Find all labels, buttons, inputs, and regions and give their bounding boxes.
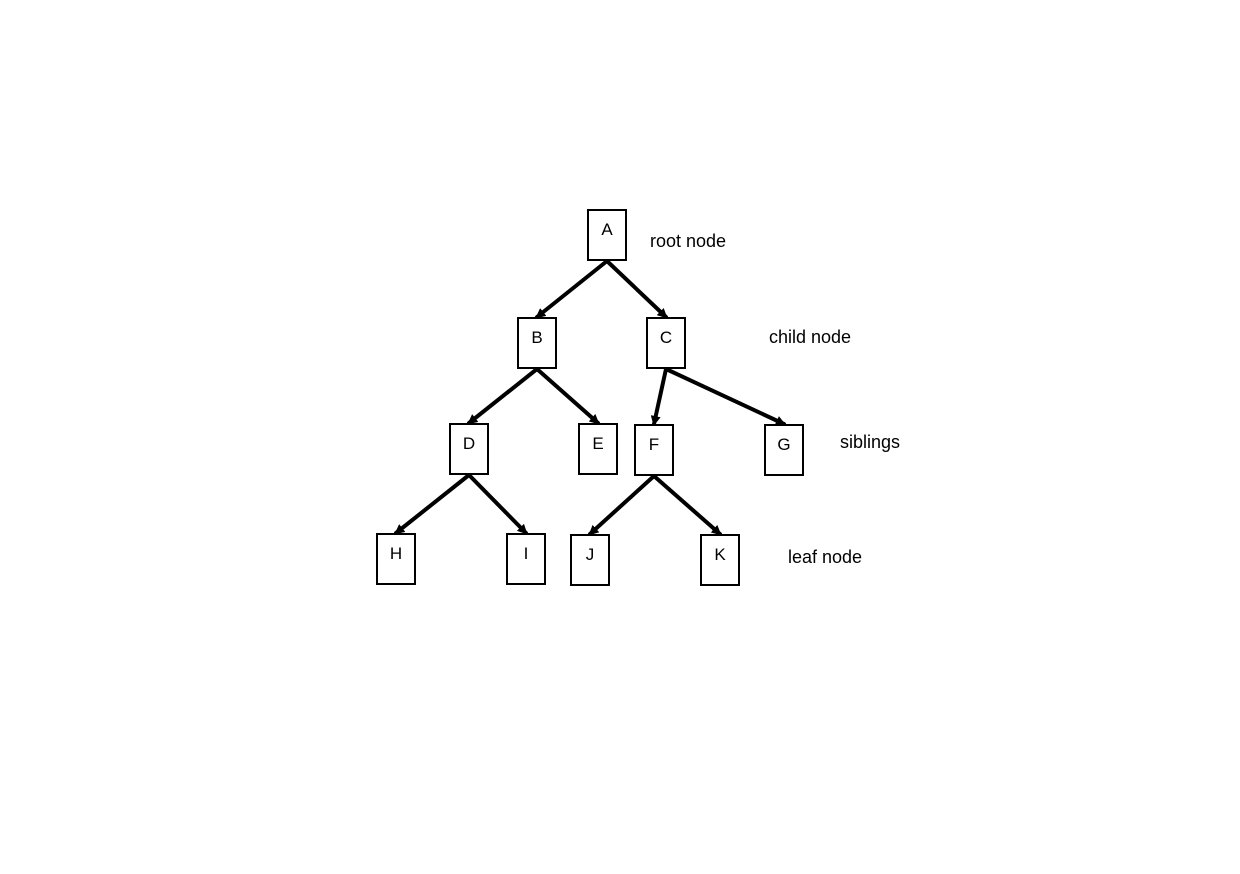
edge-c-g	[664, 367, 786, 426]
node-c-label: C	[659, 328, 673, 347]
edge-b-d	[467, 367, 539, 425]
edge-d-i	[467, 473, 528, 535]
edge-a-c	[605, 259, 668, 319]
edge-b-e	[535, 367, 600, 425]
leaf-node-annotation: leaf node	[788, 547, 863, 567]
node-g-label: G	[777, 435, 791, 454]
node-a-label: A	[601, 220, 613, 239]
edge-a-b	[535, 259, 609, 319]
node-h-label: H	[389, 544, 403, 563]
node-d-label: D	[462, 434, 476, 453]
node-k-label: K	[714, 545, 726, 564]
node-j: J	[570, 534, 610, 586]
node-e: E	[578, 423, 618, 475]
node-i: I	[506, 533, 546, 585]
node-g: G	[764, 424, 804, 476]
edge-f-j	[588, 474, 656, 536]
edge-f-k	[652, 474, 722, 536]
child-node-annotation: child node	[769, 327, 852, 347]
node-f: F	[634, 424, 674, 476]
node-a: A	[587, 209, 627, 261]
node-i-label: I	[523, 544, 529, 563]
edge-d-h	[394, 473, 471, 535]
node-b: B	[517, 317, 557, 369]
node-f-label: F	[648, 435, 660, 454]
siblings-annotation: siblings	[840, 432, 901, 452]
node-j-label: J	[585, 545, 595, 564]
node-b-label: B	[531, 328, 543, 347]
node-d: D	[449, 423, 489, 475]
node-e-label: E	[592, 434, 604, 453]
node-k: K	[700, 534, 740, 586]
node-h: H	[376, 533, 416, 585]
edge-c-f	[650, 367, 668, 426]
node-c: C	[646, 317, 686, 369]
root-node-annotation: root node	[650, 231, 727, 251]
